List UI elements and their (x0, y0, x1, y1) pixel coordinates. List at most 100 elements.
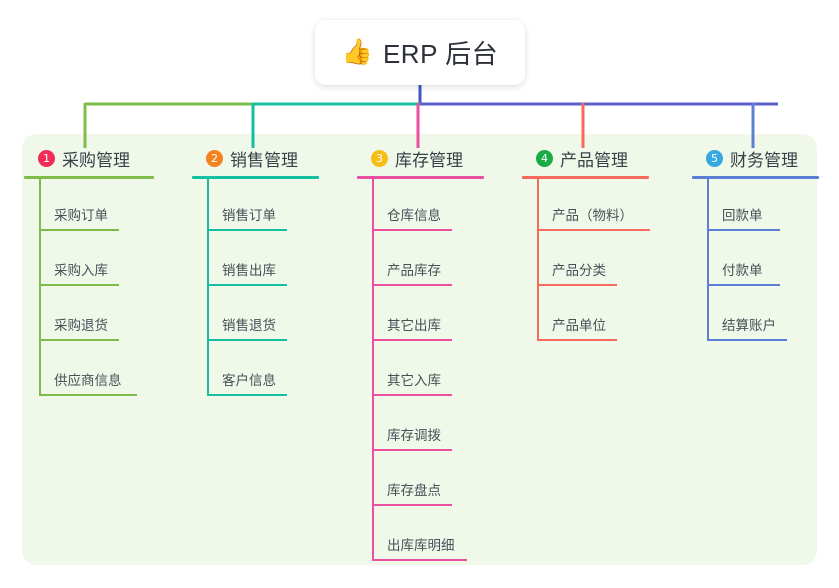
leaf-list-4: 产品（物料） 产品分类产品单位 (520, 179, 650, 344)
leaf-item-label: 其它入库 (387, 373, 441, 388)
leaf-item[interactable]: 销售退货 (190, 289, 319, 344)
column-rule-5 (692, 176, 819, 179)
column-title-1: 采购管理 (62, 150, 130, 170)
column-header-4[interactable]: 4 产品管理 (520, 146, 649, 170)
leaf-item-label: 销售订单 (222, 208, 276, 223)
leaf-item-underline (372, 449, 452, 451)
leaf-item-label: 采购退货 (54, 318, 108, 333)
leaf-item-underline (207, 394, 287, 396)
diagram-panel (22, 134, 817, 565)
leaf-item-underline (707, 229, 780, 231)
leaf-item-label: 库存调拨 (387, 428, 441, 443)
leaf-item-underline (372, 504, 452, 506)
column-5: 5 财务管理回款单付款单结算账户 (690, 146, 819, 344)
leaf-item-label: 客户信息 (222, 373, 276, 388)
leaf-item-underline (707, 284, 780, 286)
leaf-item-label: 销售出库 (222, 263, 276, 278)
leaf-item-underline (372, 284, 452, 286)
root-title-card[interactable]: 👍 ERP 后台 (315, 20, 525, 85)
leaf-list-2: 销售订单销售出库销售退货客户信息 (190, 179, 319, 399)
leaf-item[interactable]: 客户信息 (190, 344, 319, 399)
leaf-item-label: 出库库明细 (387, 538, 455, 553)
leaf-item[interactable]: 结算账户 (690, 289, 819, 344)
thumbs-up-icon: 👍 (341, 38, 373, 66)
leaf-item[interactable]: 出库库明细 (355, 509, 484, 564)
leaf-item-underline (39, 339, 119, 341)
column-header-3[interactable]: 3 库存管理 (355, 146, 484, 170)
leaf-item-label: 付款单 (722, 263, 763, 278)
column-badge-2: 2 (206, 149, 223, 167)
column-header-2[interactable]: 2 销售管理 (190, 146, 319, 170)
leaf-item-underline (372, 339, 452, 341)
leaf-item[interactable]: 其它出库 (355, 289, 484, 344)
column-title-5: 财务管理 (730, 150, 798, 170)
leaf-item[interactable]: 回款单 (690, 179, 819, 234)
leaf-item-label: 其它出库 (387, 318, 441, 333)
leaf-item[interactable]: 采购订单 (22, 179, 154, 234)
column-badge-1: 1 (38, 149, 55, 167)
leaf-item-underline (537, 339, 617, 341)
column-rule-2 (192, 176, 319, 179)
leaf-item-underline (207, 339, 287, 341)
leaf-spine-1 (39, 179, 41, 396)
leaf-item-underline (39, 284, 119, 286)
column-rule-3 (357, 176, 484, 179)
leaf-item-underline (537, 229, 650, 231)
leaf-list-1: 采购订单采购入库采购退货供应商信息 (22, 179, 154, 399)
column-title-2: 销售管理 (230, 150, 298, 170)
leaf-item[interactable]: 仓库信息 (355, 179, 484, 234)
leaf-item-label: 回款单 (722, 208, 763, 223)
leaf-item-label: 产品单位 (552, 318, 606, 333)
leaf-item[interactable]: 产品分类 (520, 234, 649, 289)
column-rule-4 (522, 176, 649, 179)
leaf-item-underline (707, 339, 787, 341)
column-badge-3: 3 (371, 149, 388, 167)
leaf-item-label: 库存盘点 (387, 483, 441, 498)
column-4: 4 产品管理产品（物料） 产品分类产品单位 (520, 146, 650, 344)
leaf-item-underline (207, 229, 287, 231)
leaf-item[interactable]: 销售出库 (190, 234, 319, 289)
leaf-item[interactable]: 供应商信息 (22, 344, 154, 399)
column-badge-4: 4 (536, 149, 553, 167)
column-title-3: 库存管理 (395, 150, 463, 170)
column-badge-5: 5 (706, 149, 723, 167)
leaf-item-label: 产品库存 (387, 263, 441, 278)
leaf-item[interactable]: 产品库存 (355, 234, 484, 289)
leaf-spine-5 (707, 179, 709, 341)
column-title-4: 产品管理 (560, 150, 628, 170)
leaf-item-label: 仓库信息 (387, 208, 441, 223)
leaf-item[interactable]: 产品（物料） (520, 179, 650, 234)
leaf-item-label: 产品分类 (552, 263, 606, 278)
column-header-5[interactable]: 5 财务管理 (690, 146, 819, 170)
leaf-spine-2 (207, 179, 209, 396)
leaf-item[interactable]: 库存盘点 (355, 454, 484, 509)
leaf-item[interactable]: 库存调拨 (355, 399, 484, 454)
leaf-item-label: 产品（物料） (552, 208, 633, 223)
leaf-item[interactable]: 其它入库 (355, 344, 484, 399)
leaf-item-label: 销售退货 (222, 318, 276, 333)
leaf-item-label: 采购入库 (54, 263, 108, 278)
column-1: 1 采购管理采购订单采购入库采购退货供应商信息 (22, 146, 154, 399)
leaf-item-underline (39, 229, 119, 231)
leaf-item-label: 结算账户 (722, 318, 776, 333)
column-2: 2 销售管理销售订单销售出库销售退货客户信息 (190, 146, 319, 399)
leaf-spine-4 (537, 179, 539, 341)
leaf-item-underline (372, 394, 452, 396)
column-rule-1 (24, 176, 154, 179)
column-header-1[interactable]: 1 采购管理 (22, 146, 154, 170)
page-title: ERP 后台 (382, 39, 499, 69)
leaf-item[interactable]: 采购退货 (22, 289, 154, 344)
leaf-list-5: 回款单付款单结算账户 (690, 179, 819, 344)
leaf-item-underline (207, 284, 287, 286)
leaf-item-label: 采购订单 (54, 208, 108, 223)
leaf-item[interactable]: 采购入库 (22, 234, 154, 289)
leaf-item[interactable]: 产品单位 (520, 289, 649, 344)
leaf-item[interactable]: 销售订单 (190, 179, 319, 234)
leaf-item-underline (39, 394, 137, 396)
leaf-item-underline (537, 284, 617, 286)
leaf-item-underline (372, 559, 467, 561)
leaf-item-underline (372, 229, 452, 231)
leaf-item-label: 供应商信息 (54, 373, 122, 388)
leaf-item[interactable]: 付款单 (690, 234, 819, 289)
leaf-spine-3 (372, 179, 374, 561)
